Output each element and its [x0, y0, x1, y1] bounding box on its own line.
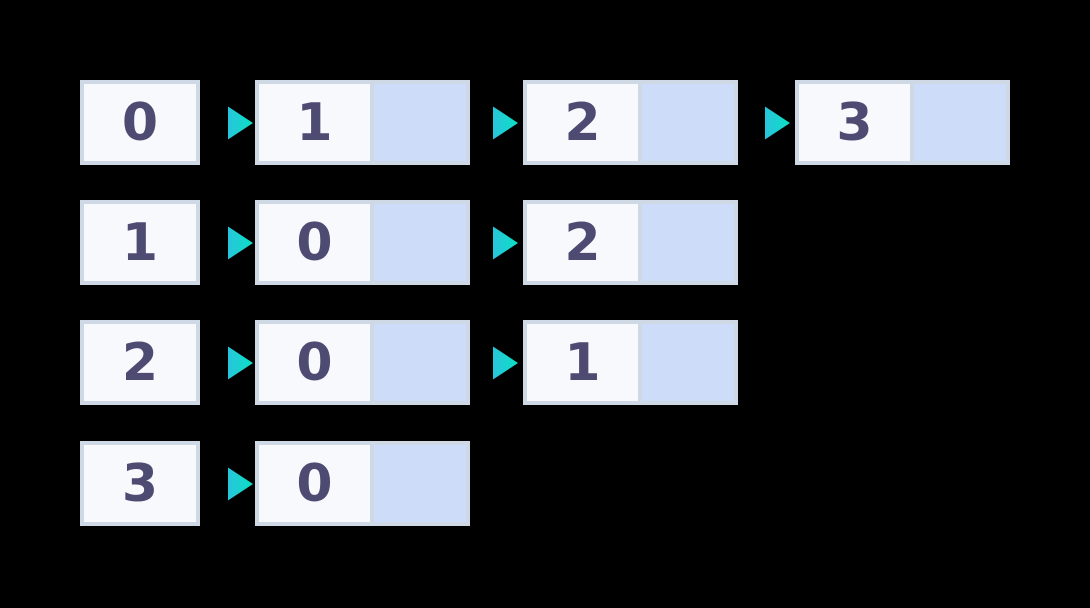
node-pointer-cell: [374, 445, 466, 522]
node-value: 1: [296, 92, 333, 153]
node-pointer-cell: [642, 324, 734, 401]
node-value: 2: [564, 92, 601, 153]
arrow-icon: [200, 467, 253, 500]
node-value: 1: [564, 332, 601, 393]
arrow-icon: [691, 106, 790, 139]
node-value: 0: [296, 453, 333, 514]
vertex-label: 2: [121, 332, 159, 393]
node-value: 0: [296, 212, 333, 273]
vertex-label: 0: [121, 92, 159, 153]
arrow-icon: [200, 346, 253, 379]
node-value: 3: [836, 92, 873, 153]
arrow-icon: [423, 346, 518, 379]
node-value-cell: 1: [527, 324, 642, 401]
arrow-icon: [200, 226, 253, 259]
arrow-icon: [423, 226, 518, 259]
vertex-box: 1: [80, 200, 200, 285]
list-node: 0: [255, 200, 470, 285]
vertex-box: 3: [80, 441, 200, 526]
list-node: 3: [795, 80, 1010, 165]
node-value-cell: 3: [799, 84, 914, 161]
node-value-cell: 0: [259, 204, 374, 281]
vertex-label: 3: [121, 453, 159, 514]
node-value-cell: 2: [527, 84, 642, 161]
node-value: 2: [564, 212, 601, 273]
node-value-cell: 0: [259, 324, 374, 401]
list-node: 2: [523, 200, 738, 285]
node-value-cell: 0: [259, 445, 374, 522]
arrow-icon: [423, 106, 518, 139]
vertex-box: 2: [80, 320, 200, 405]
list-node: 1: [255, 80, 470, 165]
node-value: 0: [296, 332, 333, 393]
list-node: 1: [523, 320, 738, 405]
vertex-box: 0: [80, 80, 200, 165]
node-value-cell: 2: [527, 204, 642, 281]
node-pointer-cell: [642, 204, 734, 281]
arrow-icon: [200, 106, 253, 139]
node-value-cell: 1: [259, 84, 374, 161]
list-node: 0: [255, 441, 470, 526]
vertex-label: 1: [121, 212, 159, 273]
node-pointer-cell: [914, 84, 1006, 161]
